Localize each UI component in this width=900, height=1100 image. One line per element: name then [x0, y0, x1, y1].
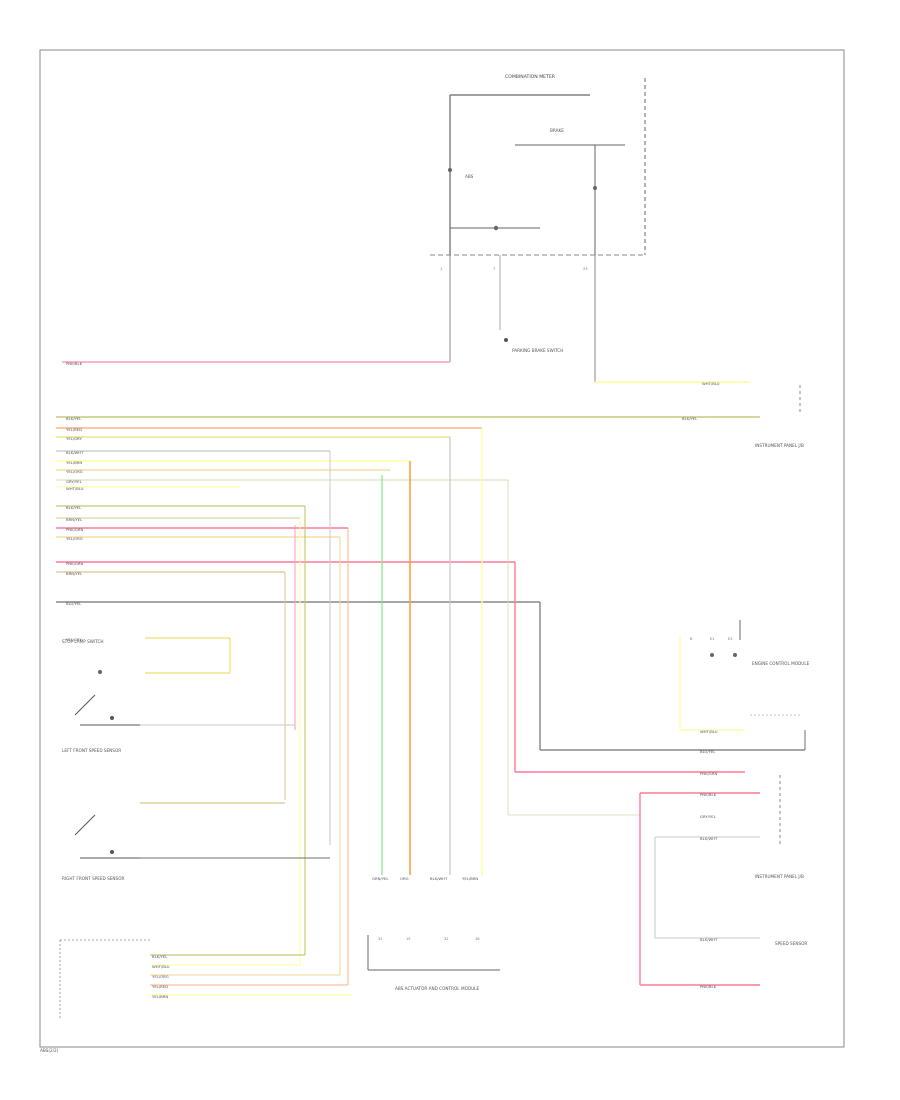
wire-label: PNK/BLK	[700, 984, 717, 989]
wire-label: BLK/WHT	[700, 937, 718, 942]
wire-label: YEL/RED	[152, 984, 168, 989]
wire-label: PNK/GRN	[66, 527, 83, 532]
engine-control-module-label: ENGINE CONTROL MODULE	[752, 661, 810, 666]
wire-label: GRY/YEL	[700, 814, 717, 819]
svg-text:15: 15	[406, 937, 411, 941]
engine-control-module: B E1 E2 ENGINE CONTROL MODULE	[679, 620, 810, 731]
svg-text:1: 1	[440, 267, 442, 271]
wire-label: WHT/BLU	[700, 729, 718, 734]
parking-brake-switch-label: PARKING BRAKE SWITCH	[512, 348, 563, 353]
page-reference: ABS(2/2)	[40, 1048, 59, 1053]
wire-label: BRN/YEL	[66, 571, 83, 576]
svg-text:31: 31	[378, 937, 383, 941]
svg-text:ORG: ORG	[400, 876, 409, 881]
svg-text:32: 32	[444, 937, 449, 941]
wire-label: PNK/BLK	[66, 361, 83, 366]
svg-text:23: 23	[583, 267, 588, 271]
svg-text:7: 7	[493, 267, 495, 271]
wire-label: BLK/YEL	[682, 416, 698, 421]
wire-label: PNK/BLK	[700, 792, 717, 797]
ecm-pin-1: B	[690, 637, 693, 641]
combination-meter: COMBINATION METER BRAKE ABS 1 7 23	[430, 74, 646, 271]
wire-label: YEL/BRN	[66, 460, 82, 465]
wire-label: BLK/YEL	[66, 505, 82, 510]
instrument-panel-jb-bottom-label: INSTRUMENT PANEL J/B	[755, 874, 804, 879]
svg-text:GRN/YEL: GRN/YEL	[372, 876, 389, 881]
wire-label: WHT/BLU	[66, 486, 84, 491]
abs-actuator-label: ABS ACTUATOR AND CONTROL MODULE	[395, 986, 479, 991]
wire-label: YEL/BRN	[152, 994, 168, 999]
wire-label: YEL/RED	[66, 427, 82, 432]
left-front-sensor-label: LEFT FRONT SPEED SENSOR	[62, 748, 121, 753]
wire-label: BLU/YEL	[66, 601, 82, 606]
svg-text:BLK/WHT: BLK/WHT	[430, 876, 448, 881]
abs-actuator: 31 15 32 16 ABS ACTUATOR AND CONTROL MOD…	[367, 935, 500, 991]
wire-label: YEL/ORG	[66, 469, 83, 474]
wire-label: BLK/WHT	[66, 450, 84, 455]
wire-label: BLK/WHT	[700, 836, 718, 841]
diagram-frame	[39, 49, 845, 1048]
wire-label: BLK/YEL	[66, 416, 82, 421]
svg-text:YEL/BRN: YEL/BRN	[462, 876, 478, 881]
right-front-sensor-label: RIGHT FRONT SPEED SENSOR	[62, 876, 124, 881]
instrument-panel-jb-top-label: INSTRUMENT PANEL J/B	[755, 443, 804, 448]
wire-label: YEL/GRY	[66, 436, 82, 441]
wire-label: BRN/YEL	[66, 517, 83, 522]
combination-meter-label: COMBINATION METER	[505, 74, 556, 80]
stop-lamp-switch-label: STOP LAMP SWITCH	[62, 639, 104, 644]
wire-label: PNK/GRN	[66, 561, 83, 566]
svg-text:16: 16	[475, 937, 480, 941]
wire-labels: PNK/BLK WHT/BLU BLK/YEL BLK/YEL YEL/RED …	[66, 361, 720, 999]
wire-label: PNK/GRN	[700, 771, 717, 776]
left-front-speed-sensor: LEFT FRONT SPEED SENSOR	[62, 694, 295, 753]
speed-sensor-rear-label: SPEED SENSOR	[775, 941, 807, 946]
wire-label: BLK/YEL	[152, 954, 168, 959]
wire-label: YEL/GRY	[66, 637, 82, 642]
right-front-speed-sensor: RIGHT FRONT SPEED SENSOR	[62, 802, 330, 881]
wire-label: YEL/ORG	[152, 974, 169, 979]
ecm-pin-2: E1	[710, 637, 715, 641]
wire-label: YEL/ORG	[66, 536, 83, 541]
wire-label: WHT/BLU	[152, 964, 170, 969]
stop-lamp-switch: STOP LAMP SWITCH	[62, 637, 231, 674]
actuator-wire-tags: GRN/YEL ORG BLK/WHT YEL/BRN	[372, 876, 478, 881]
brake-warning-label: BRAKE	[550, 128, 564, 133]
wire-label: GRY/YEL	[66, 479, 83, 484]
ecm-pin-3: E2	[728, 637, 733, 641]
abs-indicator-label: ABS	[465, 174, 474, 179]
wire-label: BLU/YEL	[700, 749, 716, 754]
wire-label: WHT/BLU	[702, 381, 720, 386]
